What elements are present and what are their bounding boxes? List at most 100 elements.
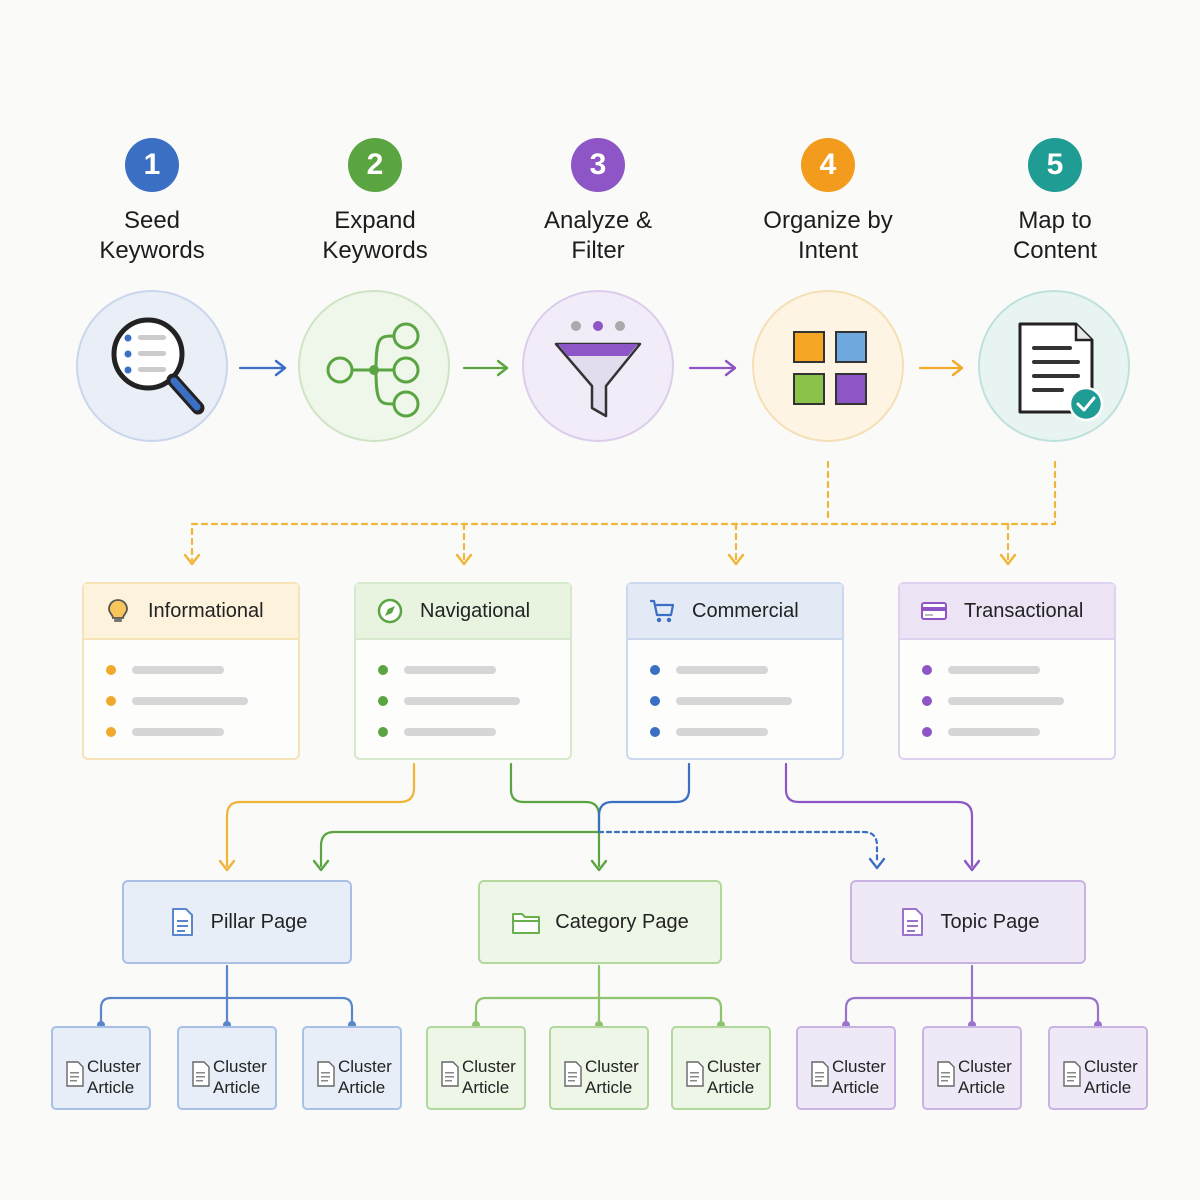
- intent-connector: [784, 762, 974, 868]
- document-icon: [811, 1061, 829, 1087]
- credit-card-icon: [921, 602, 947, 620]
- dashed-connector: [190, 460, 1057, 562]
- step-number-badge: 4: [801, 138, 855, 192]
- intent-list: [356, 640, 570, 747]
- step-number-badge: 5: [1028, 138, 1082, 192]
- document-icon: [192, 1061, 210, 1087]
- intent-connector: [319, 830, 601, 868]
- intent-card-header: Navigational: [356, 584, 570, 640]
- intent-label: Navigational: [420, 599, 531, 622]
- list-item: [378, 716, 570, 747]
- compass-icon: [377, 598, 403, 624]
- intent-connector: [597, 762, 691, 832]
- intent-card-informational: Informational: [82, 582, 300, 760]
- step-3: 3 Analyze &Filter: [488, 138, 708, 266]
- document-icon: [317, 1061, 335, 1087]
- page-label: Category Page: [555, 910, 689, 933]
- grid-squares-icon: [793, 331, 867, 405]
- arrow-head: [496, 359, 509, 377]
- list-item: [378, 654, 570, 685]
- document-icon: [901, 908, 923, 936]
- document-icon: [564, 1061, 582, 1087]
- list-item: [650, 654, 842, 685]
- list-item: [650, 716, 842, 747]
- intent-label: Commercial: [692, 599, 799, 622]
- intent-list: [628, 640, 842, 747]
- intent-label: Transactional: [964, 599, 1084, 622]
- shopping-cart-icon: [650, 599, 675, 623]
- step-3-circle: [522, 290, 674, 442]
- arrow-head: [274, 359, 287, 377]
- step-number-badge: 1: [125, 138, 179, 192]
- search-list-icon: [111, 317, 205, 415]
- document-check-icon: [1018, 322, 1104, 422]
- page-label: Pillar Page: [210, 910, 308, 933]
- intent-card-header: Commercial: [628, 584, 842, 640]
- arrow-head: [312, 859, 330, 872]
- arrow-head: [951, 359, 964, 377]
- step-title: Analyze &Filter: [543, 207, 653, 264]
- arrow-head: [999, 553, 1017, 566]
- document-icon: [937, 1061, 955, 1087]
- intent-connector: [597, 830, 879, 864]
- arrow-head: [183, 553, 201, 566]
- list-item: [922, 716, 1114, 747]
- folder-icon: [512, 913, 541, 934]
- intent-list: [84, 640, 298, 747]
- step-5-circle: [978, 290, 1130, 442]
- intent-connector: [509, 762, 601, 868]
- step-2-circle: [298, 290, 450, 442]
- arrow-head: [727, 553, 745, 566]
- step-number-badge: 2: [348, 138, 402, 192]
- document-icon: [1063, 1061, 1081, 1087]
- arrow-head: [218, 859, 236, 872]
- topic-page-box: Topic Page: [850, 880, 1086, 964]
- intent-card-navigational: Navigational: [354, 582, 572, 760]
- pillar-page-box: Pillar Page: [122, 880, 352, 964]
- intent-card-commercial: Commercial: [626, 582, 844, 760]
- list-item: [922, 685, 1114, 716]
- category-page-box: Category Page: [478, 880, 722, 964]
- document-icon: [686, 1061, 704, 1087]
- intent-label: Informational: [148, 599, 264, 622]
- document-icon: [66, 1061, 84, 1087]
- funnel-icon: [554, 321, 642, 418]
- arrow-head: [590, 859, 608, 872]
- intent-connector: [225, 762, 416, 868]
- arrow-head: [963, 859, 981, 872]
- list-item: [650, 685, 842, 716]
- list-item: [106, 654, 298, 685]
- list-item: [106, 716, 298, 747]
- branch-nodes-icon: [326, 322, 420, 418]
- step-number-badge: 3: [571, 138, 625, 192]
- arrow-head: [724, 359, 737, 377]
- intent-card-header: Informational: [84, 584, 298, 640]
- arrow-head: [868, 857, 886, 870]
- step-1-circle: [76, 290, 228, 442]
- intent-card-transactional: Transactional: [898, 582, 1116, 760]
- list-item: [378, 685, 570, 716]
